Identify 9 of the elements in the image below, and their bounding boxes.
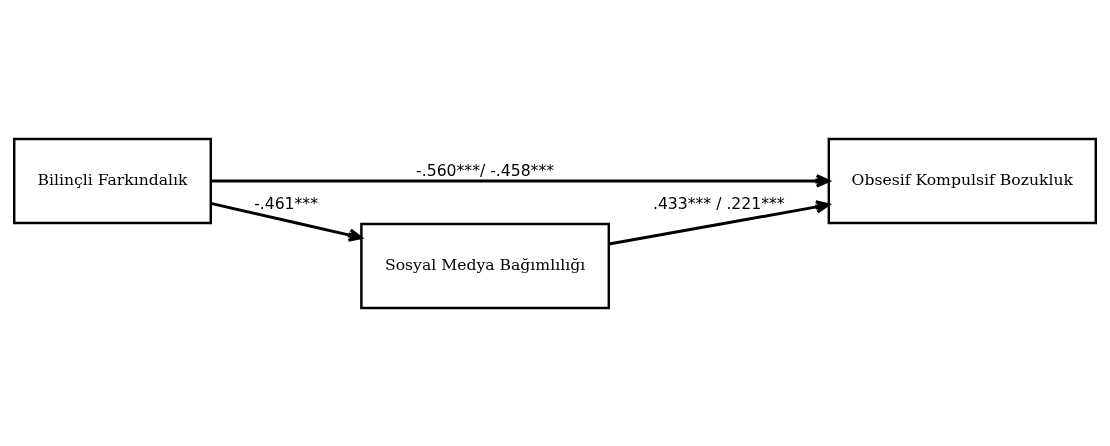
arrow [211,173,831,188]
arrow [608,199,830,245]
edge-label: .433*** / .221*** [652,193,785,213]
edge-label: -.560***/ -.458*** [416,160,555,180]
node-box: Bilinçli Farkındalık [13,137,212,224]
arrow [210,201,363,242]
node-box: Sosyal Medya Bağımlılığı [360,222,610,309]
edge-label: -.461*** [254,193,319,213]
node-box: Obsesif Kompulsif Bozukluk [827,137,1097,224]
